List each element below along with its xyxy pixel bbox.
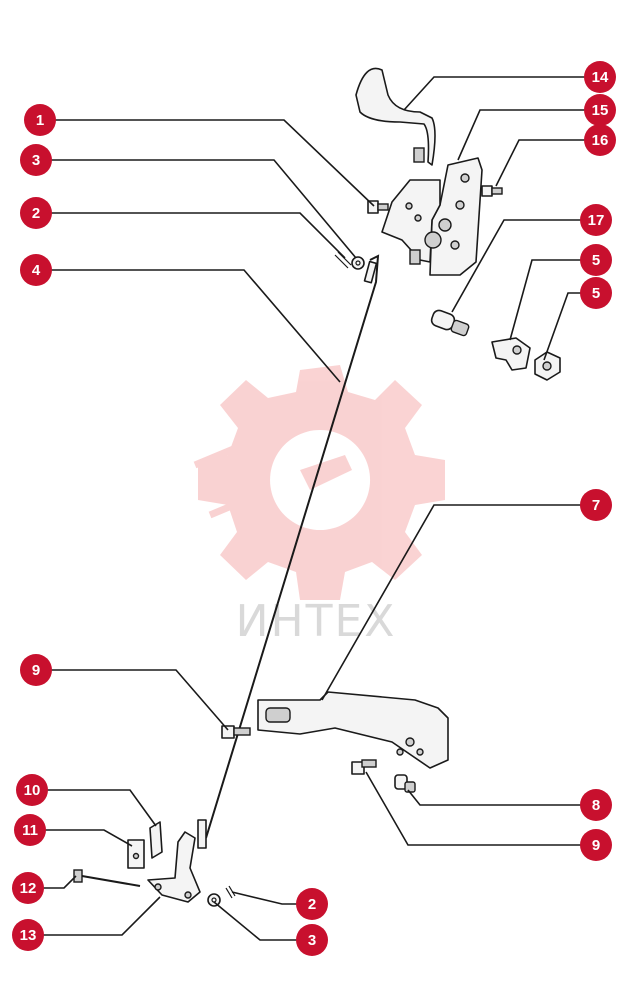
part-bolt-small <box>367 200 389 214</box>
part-bushing-8 <box>394 774 416 793</box>
callout-label: 17 <box>588 212 605 229</box>
callout-14: 14 <box>584 61 616 93</box>
callout-label: 16 <box>592 132 609 149</box>
callout-circle <box>580 277 612 309</box>
callout-label: 7 <box>592 497 600 514</box>
part-washer-lower <box>207 893 221 907</box>
part-bolt-9-upper <box>221 725 251 739</box>
part-bolt-9-lower <box>351 759 377 775</box>
part-striker-pin <box>430 309 470 337</box>
callout-17: 17 <box>580 204 612 236</box>
callout-label: 11 <box>22 822 38 839</box>
callout-12: 12 <box>12 872 44 904</box>
callout-3: 3 <box>296 924 328 956</box>
callout-label: 13 <box>20 927 37 944</box>
callout-circle <box>20 254 52 286</box>
callout-circle <box>580 829 612 861</box>
callout-label: 4 <box>32 262 41 279</box>
part-latch-rod <box>355 67 436 166</box>
callout-label: 1 <box>36 112 44 129</box>
callout-circle <box>296 924 328 956</box>
callout-label: 8 <box>592 797 600 814</box>
callout-15: 15 <box>584 94 616 126</box>
callout-label: 2 <box>308 896 316 913</box>
callout-3: 3 <box>20 144 52 176</box>
part-control-rod <box>197 254 380 849</box>
callout-label: 5 <box>592 252 600 269</box>
callout-label: 12 <box>20 880 37 897</box>
part-washer-upper-hole <box>355 260 361 266</box>
callout-label: 3 <box>32 152 40 169</box>
callout-circle <box>580 789 612 821</box>
callout-label: 3 <box>308 932 316 949</box>
callout-11: 11 <box>14 814 46 846</box>
callout-circle <box>296 888 328 920</box>
callout-10: 10 <box>16 774 48 806</box>
callout-circle <box>24 104 56 136</box>
callout-label: 15 <box>592 102 609 119</box>
part-clevis-11 <box>127 839 145 869</box>
part-clip-10 <box>149 821 163 859</box>
callout-2: 2 <box>296 888 328 920</box>
callout-1: 1 <box>24 104 56 136</box>
callout-2: 2 <box>20 197 52 229</box>
callout-circle <box>584 124 616 156</box>
part-cotter-pin-lower <box>225 885 236 899</box>
callout-9: 9 <box>20 654 52 686</box>
callout-circle <box>580 244 612 276</box>
callout-label: 9 <box>32 662 40 679</box>
part-door-handle <box>257 691 449 769</box>
watermark-logo <box>193 365 445 600</box>
callout-16: 16 <box>584 124 616 156</box>
watermark-speed-lines <box>193 436 267 519</box>
callout-circle <box>12 872 44 904</box>
callout-circle <box>584 94 616 126</box>
callout-4: 4 <box>20 254 52 286</box>
watermark-text: ИНТЕХ <box>236 596 397 647</box>
callout-circle <box>20 197 52 229</box>
watermark-wrench-icon <box>300 455 352 490</box>
part-lever-13 <box>147 831 201 903</box>
callout-7: 7 <box>580 489 612 521</box>
callout-label: 10 <box>24 782 41 799</box>
callout-5: 5 <box>580 277 612 309</box>
callout-9: 9 <box>580 829 612 861</box>
callout-circle <box>16 774 48 806</box>
part-washer-upper <box>351 256 365 270</box>
callout-circle <box>580 489 612 521</box>
callout-circle <box>14 814 46 846</box>
callout-circle <box>20 654 52 686</box>
callout-circle <box>584 61 616 93</box>
callout-8: 8 <box>580 789 612 821</box>
callout-label: 14 <box>592 69 609 86</box>
callout-circle <box>12 919 44 951</box>
callout-circle <box>580 204 612 236</box>
part-lock-mechanism <box>381 157 483 276</box>
leader-lines <box>28 76 600 941</box>
part-nut-5 <box>534 351 561 381</box>
callout-circle <box>20 144 52 176</box>
callout-label: 5 <box>592 285 600 302</box>
part-bracket-5 <box>491 337 531 371</box>
part-bolt-16 <box>481 185 503 197</box>
callout-label: 2 <box>32 205 40 222</box>
callout-5: 5 <box>580 244 612 276</box>
callout-label: 9 <box>592 837 600 854</box>
callout-13: 13 <box>12 919 44 951</box>
part-cotter-pin-upper <box>334 251 352 269</box>
watermark-gear-icon <box>198 365 445 600</box>
part-long-bolt-12 <box>73 869 141 887</box>
